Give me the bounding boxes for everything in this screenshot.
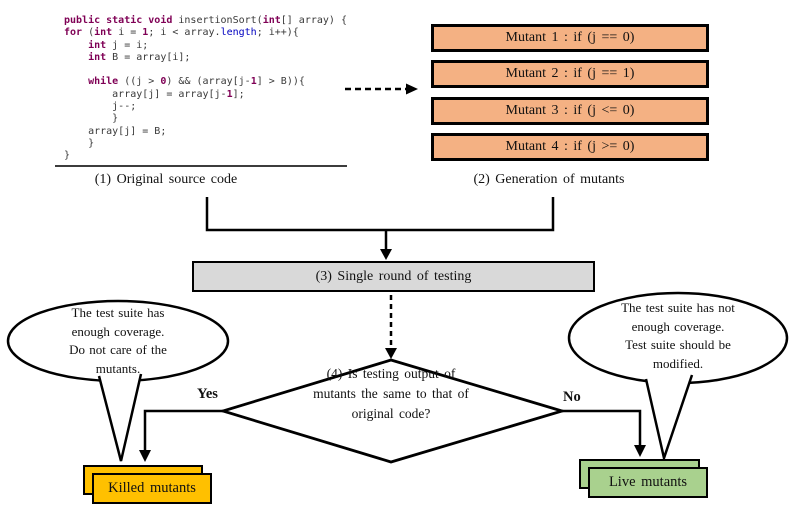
no-branch-line <box>562 409 642 446</box>
left-bubble-text: The test suite has enough coverage. Do n… <box>18 304 218 378</box>
decision-line: mutants the same to that of <box>313 386 469 401</box>
merge-connector-line <box>205 197 555 232</box>
caption-original-source-code: (1) Original source code <box>94 172 238 187</box>
dashed-down-arrowhead-icon <box>385 348 397 359</box>
bubble-line: enough coverage. <box>71 323 165 339</box>
live-mutants-label: Live mutants <box>608 474 688 490</box>
mutant-box-3: Mutant 3 : if (j <= 0) <box>431 97 709 125</box>
mutant-label: Mutant 1 : if (j == 0) <box>505 30 635 45</box>
decision-line: (4) Is testing output of <box>326 366 456 381</box>
mutant-label: Mutant 4 : if (j >= 0) <box>505 139 635 154</box>
bubble-line: modified. <box>652 355 704 371</box>
bubble-line: mutants. <box>95 360 141 376</box>
right-bubble-text: The test suite has not enough coverage. … <box>578 299 778 373</box>
mutant-label: Mutant 2 : if (j == 1) <box>505 66 635 81</box>
mutant-label: Mutant 3 : if (j <= 0) <box>505 103 635 118</box>
decision-question: (4) Is testing output of mutants the sam… <box>256 364 526 424</box>
dashed-right-arrowhead-icon <box>406 83 418 95</box>
mutant-box-1: Mutant 1 : if (j == 0) <box>431 24 709 52</box>
caption-generation-of-mutants: (2) Generation of mutants <box>473 172 625 187</box>
bubble-line: enough coverage. <box>631 318 725 334</box>
killed-mutants-box: Killed mutants <box>92 473 212 504</box>
mutant-box-2: Mutant 2 : if (j == 1) <box>431 60 709 88</box>
left-speech-bubble-tail <box>97 373 143 462</box>
mutant-box-4: Mutant 4 : if (j >= 0) <box>431 133 709 161</box>
code-underline <box>55 165 347 167</box>
right-speech-bubble-tail <box>644 374 694 463</box>
yes-arrowhead-icon <box>139 450 151 462</box>
bubble-line: Test suite should be <box>625 337 731 352</box>
testing-box-label: (3) Single round of testing <box>315 268 472 284</box>
bubble-line: Do not care of the <box>69 342 167 357</box>
decision-line: original code? <box>351 406 431 421</box>
single-round-testing-box: (3) Single round of testing <box>192 261 595 292</box>
merge-arrowhead-icon <box>380 249 392 260</box>
yes-branch-line <box>143 409 223 451</box>
source-code-listing: public static void insertionSort(int[] a… <box>64 15 347 162</box>
live-mutants-box: Live mutants <box>588 467 708 498</box>
yes-label: Yes <box>197 386 218 402</box>
no-arrowhead-icon <box>634 445 646 457</box>
no-label: No <box>563 389 581 405</box>
bubble-line: The test suite has <box>71 305 165 320</box>
killed-mutants-label: Killed mutants <box>108 480 196 496</box>
bubble-line: The test suite has not <box>621 300 735 315</box>
